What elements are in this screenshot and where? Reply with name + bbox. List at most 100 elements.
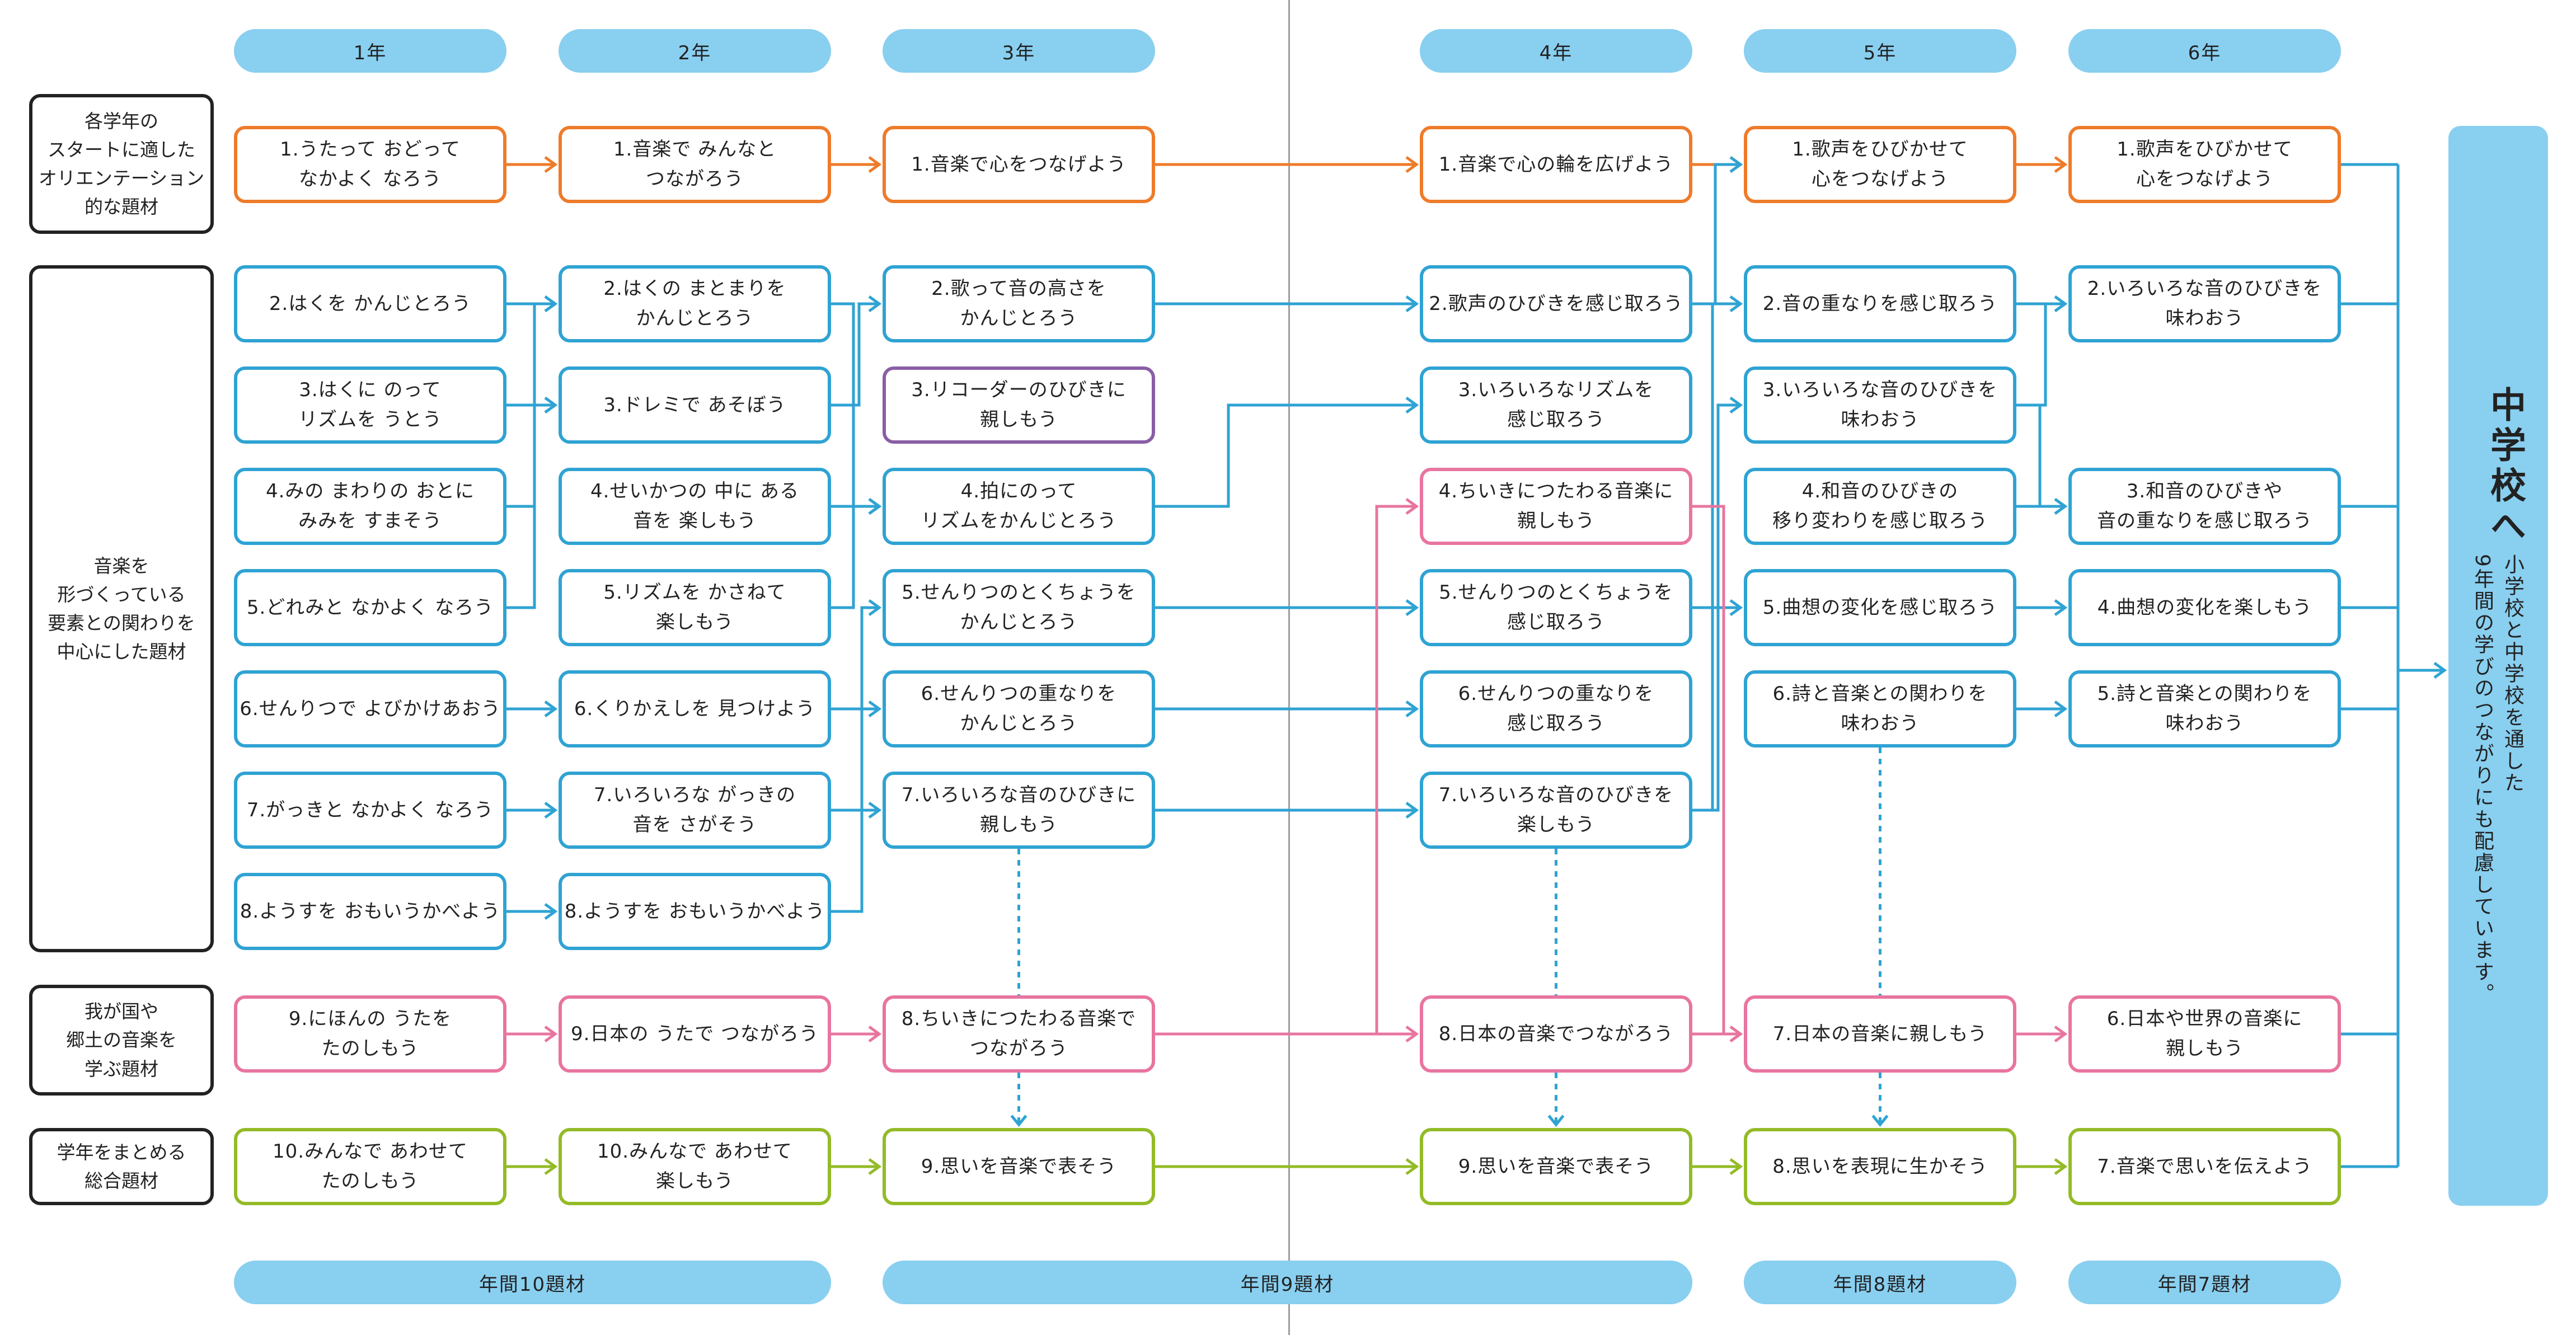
topic-g4-9: 9.思いを音楽で表そう [1420,1128,1692,1205]
arrow-head [2054,1158,2068,1176]
arrow-head [1547,1115,1565,1127]
connector-g3-g4-local [1155,505,1416,1036]
category-summary: 学年をまとめる 総合題材 [29,1128,214,1205]
arrow-head [1729,1158,1743,1176]
topic-g3-8: 8.ちいきにつたわる音楽で つながろう [883,995,1155,1073]
topic-g1-2: 2.はくを かんじとろう [234,265,506,342]
connector-g1-g2 [506,403,555,508]
topic-g5-1: 1.歌声をひびかせて 心をつなげよう [1744,126,2016,203]
topic-g6-2: 2.いろいろな音のひびきを 味わおう [2068,265,2341,342]
total-grades-3-4: 年間9題材 [883,1261,1692,1304]
arrow-head [868,599,882,617]
arrow-head [1729,599,1743,617]
topic-g2-1: 1.音楽で みんなと つながろう [559,126,831,203]
total-grades-1-2: 年間10題材 [234,1261,831,1304]
topic-g3-3: 3.リコーダーのひびきに 親しもう [883,366,1155,444]
topic-g2-10: 10.みんなで あわせて 楽しもう [559,1128,831,1205]
arrow-head [868,1025,882,1043]
total-grade-6: 年間7題材 [2068,1261,2341,1304]
arrow-head [1405,156,1419,173]
topic-g3-7: 7.いろいろな音のひびきに 親しもう [883,772,1155,849]
topic-g2-5: 5.リズムを かさねて 楽しもう [559,569,831,646]
arrow-head [2054,1025,2068,1043]
arrow-head [868,497,882,515]
topic-g1-8: 8.ようすを おもいうかべよう [234,873,506,950]
topic-g3-5: 5.せんりつのとくちょうを かんじとろう [883,569,1155,646]
topic-g5-8: 8.思いを表現に生かそう [1744,1128,2016,1205]
arrow-head [544,295,558,313]
arrow-head [1405,497,1419,515]
category-music-elements: 音楽を 形づくっている 要素との関わりを 中心にした題材 [29,265,214,952]
connector-g1-g2 [506,403,555,609]
grade-header-2: 2年 [559,29,831,73]
topic-g4-5: 5.せんりつのとくちょうを 感じ取ろう [1420,569,1692,646]
grade-header-5: 5年 [1744,29,2016,73]
category-japanese-music: 我が国や 郷土の音楽を 学ぶ題材 [29,985,214,1096]
connector-g2-g3 [831,505,879,609]
topic-g6-5: 5.詩と音楽との関わりを 味わおう [2068,670,2341,748]
arrow-head [2054,156,2068,173]
topic-g1-7: 7.がっきと なかよく なろう [234,772,506,849]
arrow-head [2054,497,2068,515]
arrow-head [2054,700,2068,718]
arrow-head [868,700,882,718]
topic-g2-8: 8.ようすを おもいうかべよう [559,873,831,950]
connector-g5-g6 [2016,302,2065,407]
topic-g4-6: 6.せんりつの重なりを 感じ取ろう [1420,670,1692,748]
arrow-head [544,1158,558,1176]
category-orientation: 各学年の スタートに適した オリエンテーション 的な題材 [29,94,214,234]
topic-g5-5: 5.曲想の変化を感じ取ろう [1744,569,2016,646]
arrow-head [868,801,882,819]
arrow-head [868,1158,882,1176]
topic-g6-6: 6.日本や世界の音楽に 親しもう [2068,995,2341,1073]
arrow-head [1729,156,1743,173]
arrow-head [1729,1025,1743,1043]
topic-g4-2: 2.歌声のひびきを感じ取ろう [1420,265,1692,342]
arrow-head [544,1025,558,1043]
connector-g4-g5 [1692,403,1740,812]
topic-g1-1: 1.うたって おどって なかよく なろう [234,126,506,203]
topic-g3-9: 9.思いを音楽で表そう [883,1128,1155,1205]
topic-g1-3: 3.はくに のって リズムを うとう [234,366,506,444]
arrow-head [544,700,558,718]
topic-g4-8: 8.日本の音楽でつながろう [1420,995,1692,1073]
topic-g6-7: 7.音楽で思いを伝えよう [2068,1128,2341,1205]
topic-g2-2: 2.はくの まとまりを かんじとろう [559,265,831,342]
arrow-head [1405,700,1419,718]
connector-g4-g5 [1692,163,1740,305]
topic-g4-7: 7.いろいろな音のひびきを 楽しもう [1420,772,1692,849]
arrow-head [2433,661,2447,679]
topic-g3-4: 4.拍にのって リズムをかんじとろう [883,468,1155,545]
topic-g3-2: 2.歌って音の高さを かんじとろう [883,265,1155,342]
arrow-head [544,801,558,819]
arrow-head [1729,396,1743,414]
topic-g6-1: 1.歌声をひびかせて 心をつなげよう [2068,126,2341,203]
topic-g5-3: 3.いろいろな音のひびきを 味わおう [1744,366,2016,444]
topic-g2-6: 6.くりかえしを 見つけよう [559,670,831,748]
arrow-head [1010,1115,1027,1127]
topic-g4-3: 3.いろいろなリズムを 感じ取ろう [1420,366,1692,444]
topic-g1-9: 9.にほんの うたを たのしもう [234,995,506,1073]
topic-g6-4: 4.曲想の変化を楽しもう [2068,569,2341,646]
arrow-head [1405,1158,1419,1176]
topic-g3-1: 1.音楽で心をつなげよう [883,126,1155,203]
connector-g3-g4 [1155,403,1416,508]
arrow-head [868,295,882,313]
topic-g1-4: 4.みの まわりの おとに みみを すまそう [234,468,506,545]
topic-g2-9: 9.日本の うたで つながろう [559,995,831,1073]
arrow-head [1405,396,1419,414]
arrow-head [1405,295,1419,313]
arrow-head [868,156,882,173]
topic-g5-2: 2.音の重なりを感じ取ろう [1744,265,2016,342]
arrow-head [1405,1025,1419,1043]
grade-header-1: 1年 [234,29,506,73]
connector-g2-g3 [831,302,879,407]
grade-header-6: 6年 [2068,29,2341,73]
connector-g4-g5-japan [1692,505,1740,1036]
connector-g2-g3 [831,606,879,913]
connector-g1-g2 [506,302,555,407]
connector-g5-g6 [2016,403,2065,508]
arrow-head [544,902,558,920]
arrow-head [1871,1115,1889,1127]
